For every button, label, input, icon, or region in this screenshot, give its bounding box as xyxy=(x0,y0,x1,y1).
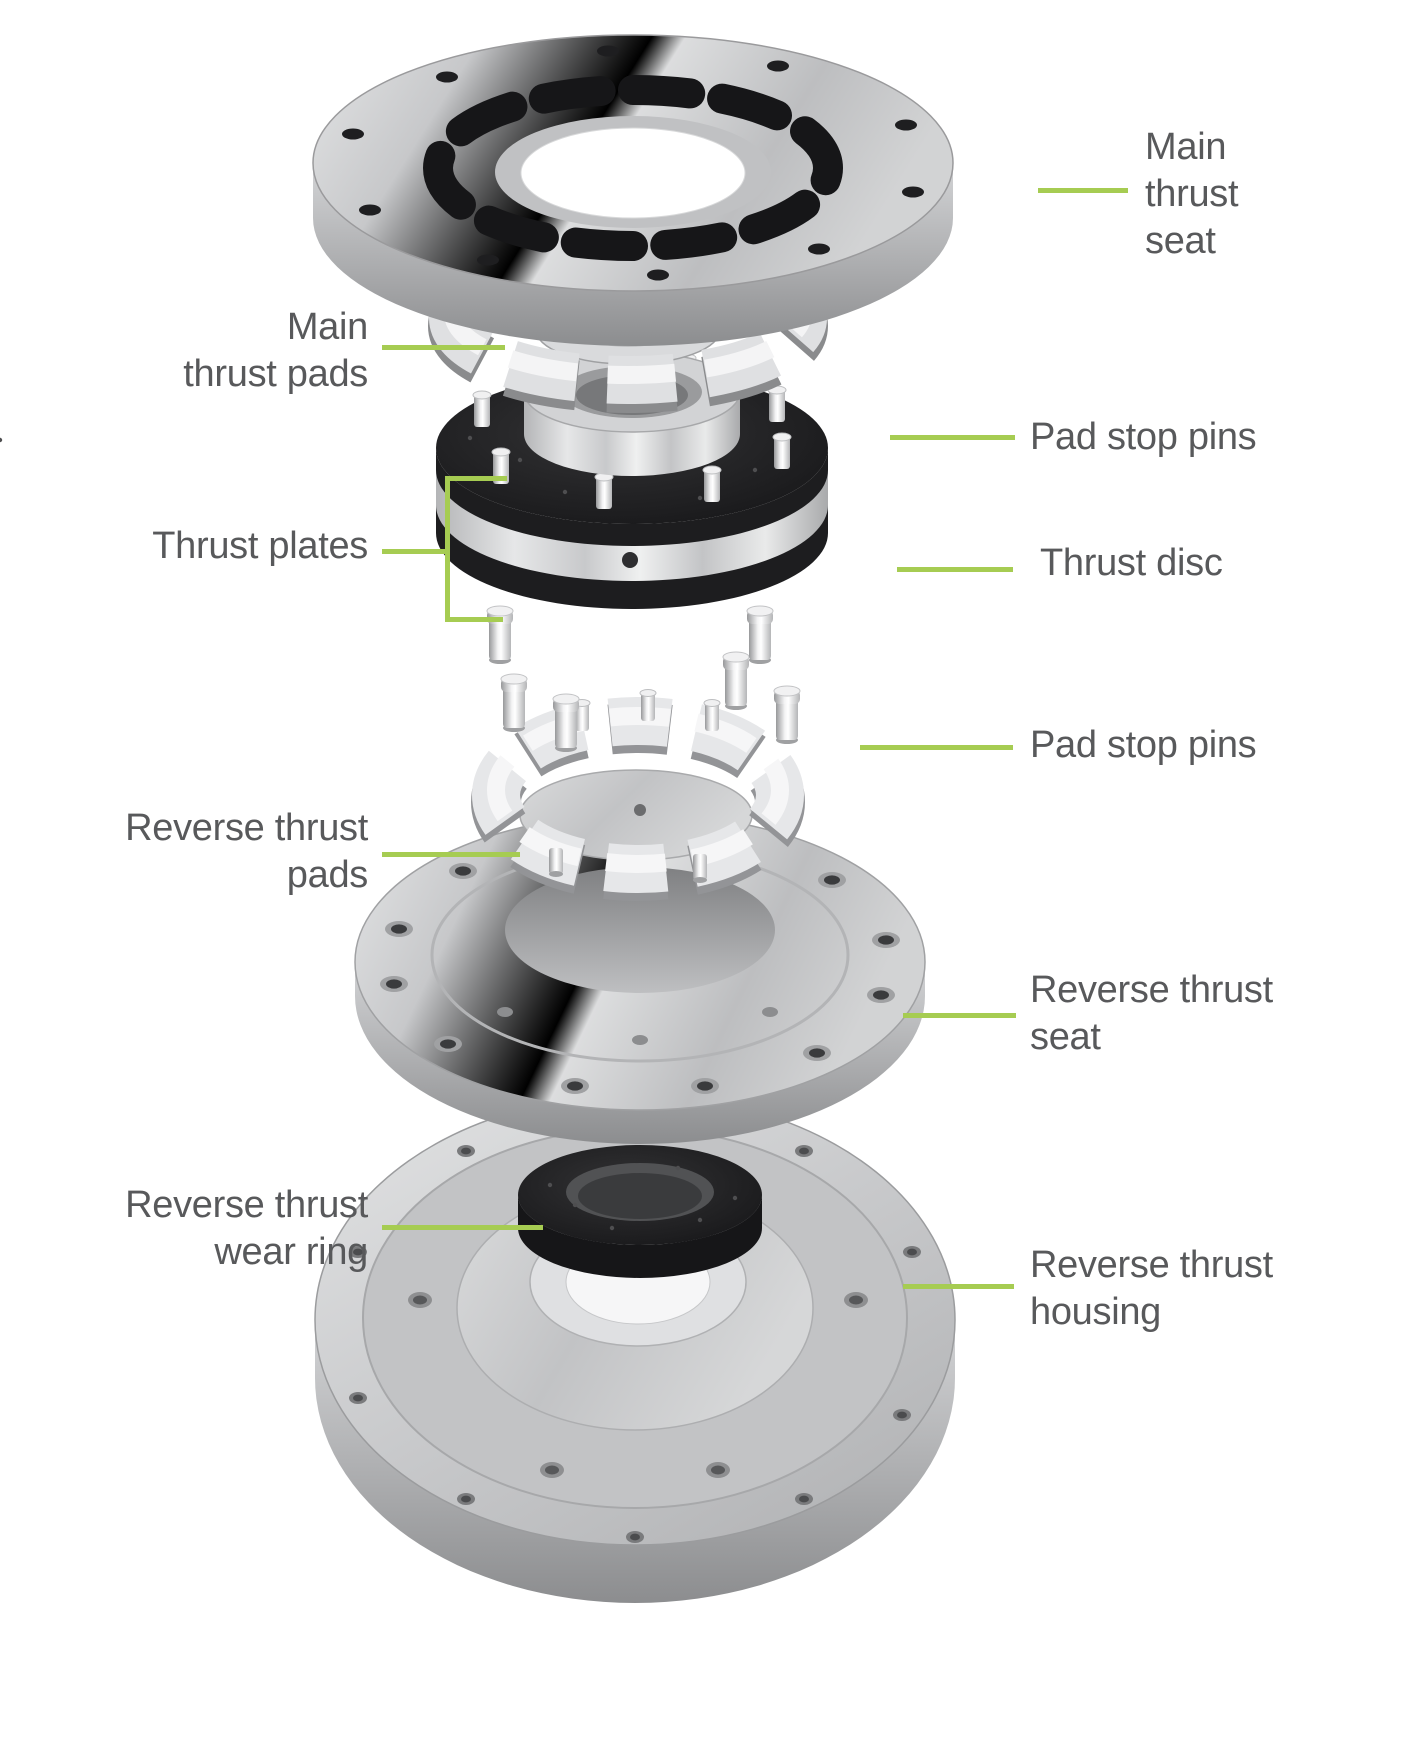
part-main-thrust-seat xyxy=(312,34,954,346)
label-thrust-disc: Thrust disc xyxy=(1040,542,1223,584)
leader-main-thrust-pads xyxy=(382,345,505,350)
label-reverse-thrust-seat: Reverse thrust seat xyxy=(1030,969,1273,1058)
leader-reverse-thrust-wear-ring xyxy=(382,1225,543,1230)
label-reverse-thrust-pads: Reverse thrust pads xyxy=(125,807,368,896)
leader-reverse-thrust-seat xyxy=(903,1013,1016,1018)
leader-reverse-thrust-pads xyxy=(382,852,520,857)
leader-thrust-plates-top-branch xyxy=(445,476,507,481)
label-thrust-plates: Thrust plates xyxy=(152,525,368,567)
label-pad-stop-pins-lower: Pad stop pins xyxy=(1030,724,1257,766)
leader-pad-stop-pins-lower xyxy=(860,745,1013,750)
leader-thrust-plates-stem xyxy=(382,549,447,554)
label-main-thrust-pads: Main thrust pads xyxy=(183,306,368,395)
label-main-thrust-seat: Main thrust seat xyxy=(1145,126,1239,262)
leader-thrust-disc xyxy=(897,567,1013,572)
part-reverse-thrust-seat xyxy=(354,813,926,1144)
leader-pad-stop-pins-upper xyxy=(890,435,1015,440)
leader-thrust-plates-vertical xyxy=(445,476,450,622)
leader-main-thrust-seat xyxy=(1038,188,1128,193)
part-pad-stop-pins-lower xyxy=(486,605,801,752)
label-reverse-thrust-wear-ring: Reverse thrust wear ring xyxy=(125,1184,368,1273)
part-reverse-thrust-pads xyxy=(471,689,805,901)
part-reverse-thrust-wear-ring xyxy=(518,1145,762,1278)
leader-reverse-thrust-housing xyxy=(903,1284,1014,1289)
label-reverse-thrust-housing: Reverse thrust housing xyxy=(1030,1244,1273,1333)
label-pad-stop-pins-upper: Pad stop pins xyxy=(1030,416,1257,458)
leader-thrust-plates-bottom-branch xyxy=(445,617,503,622)
